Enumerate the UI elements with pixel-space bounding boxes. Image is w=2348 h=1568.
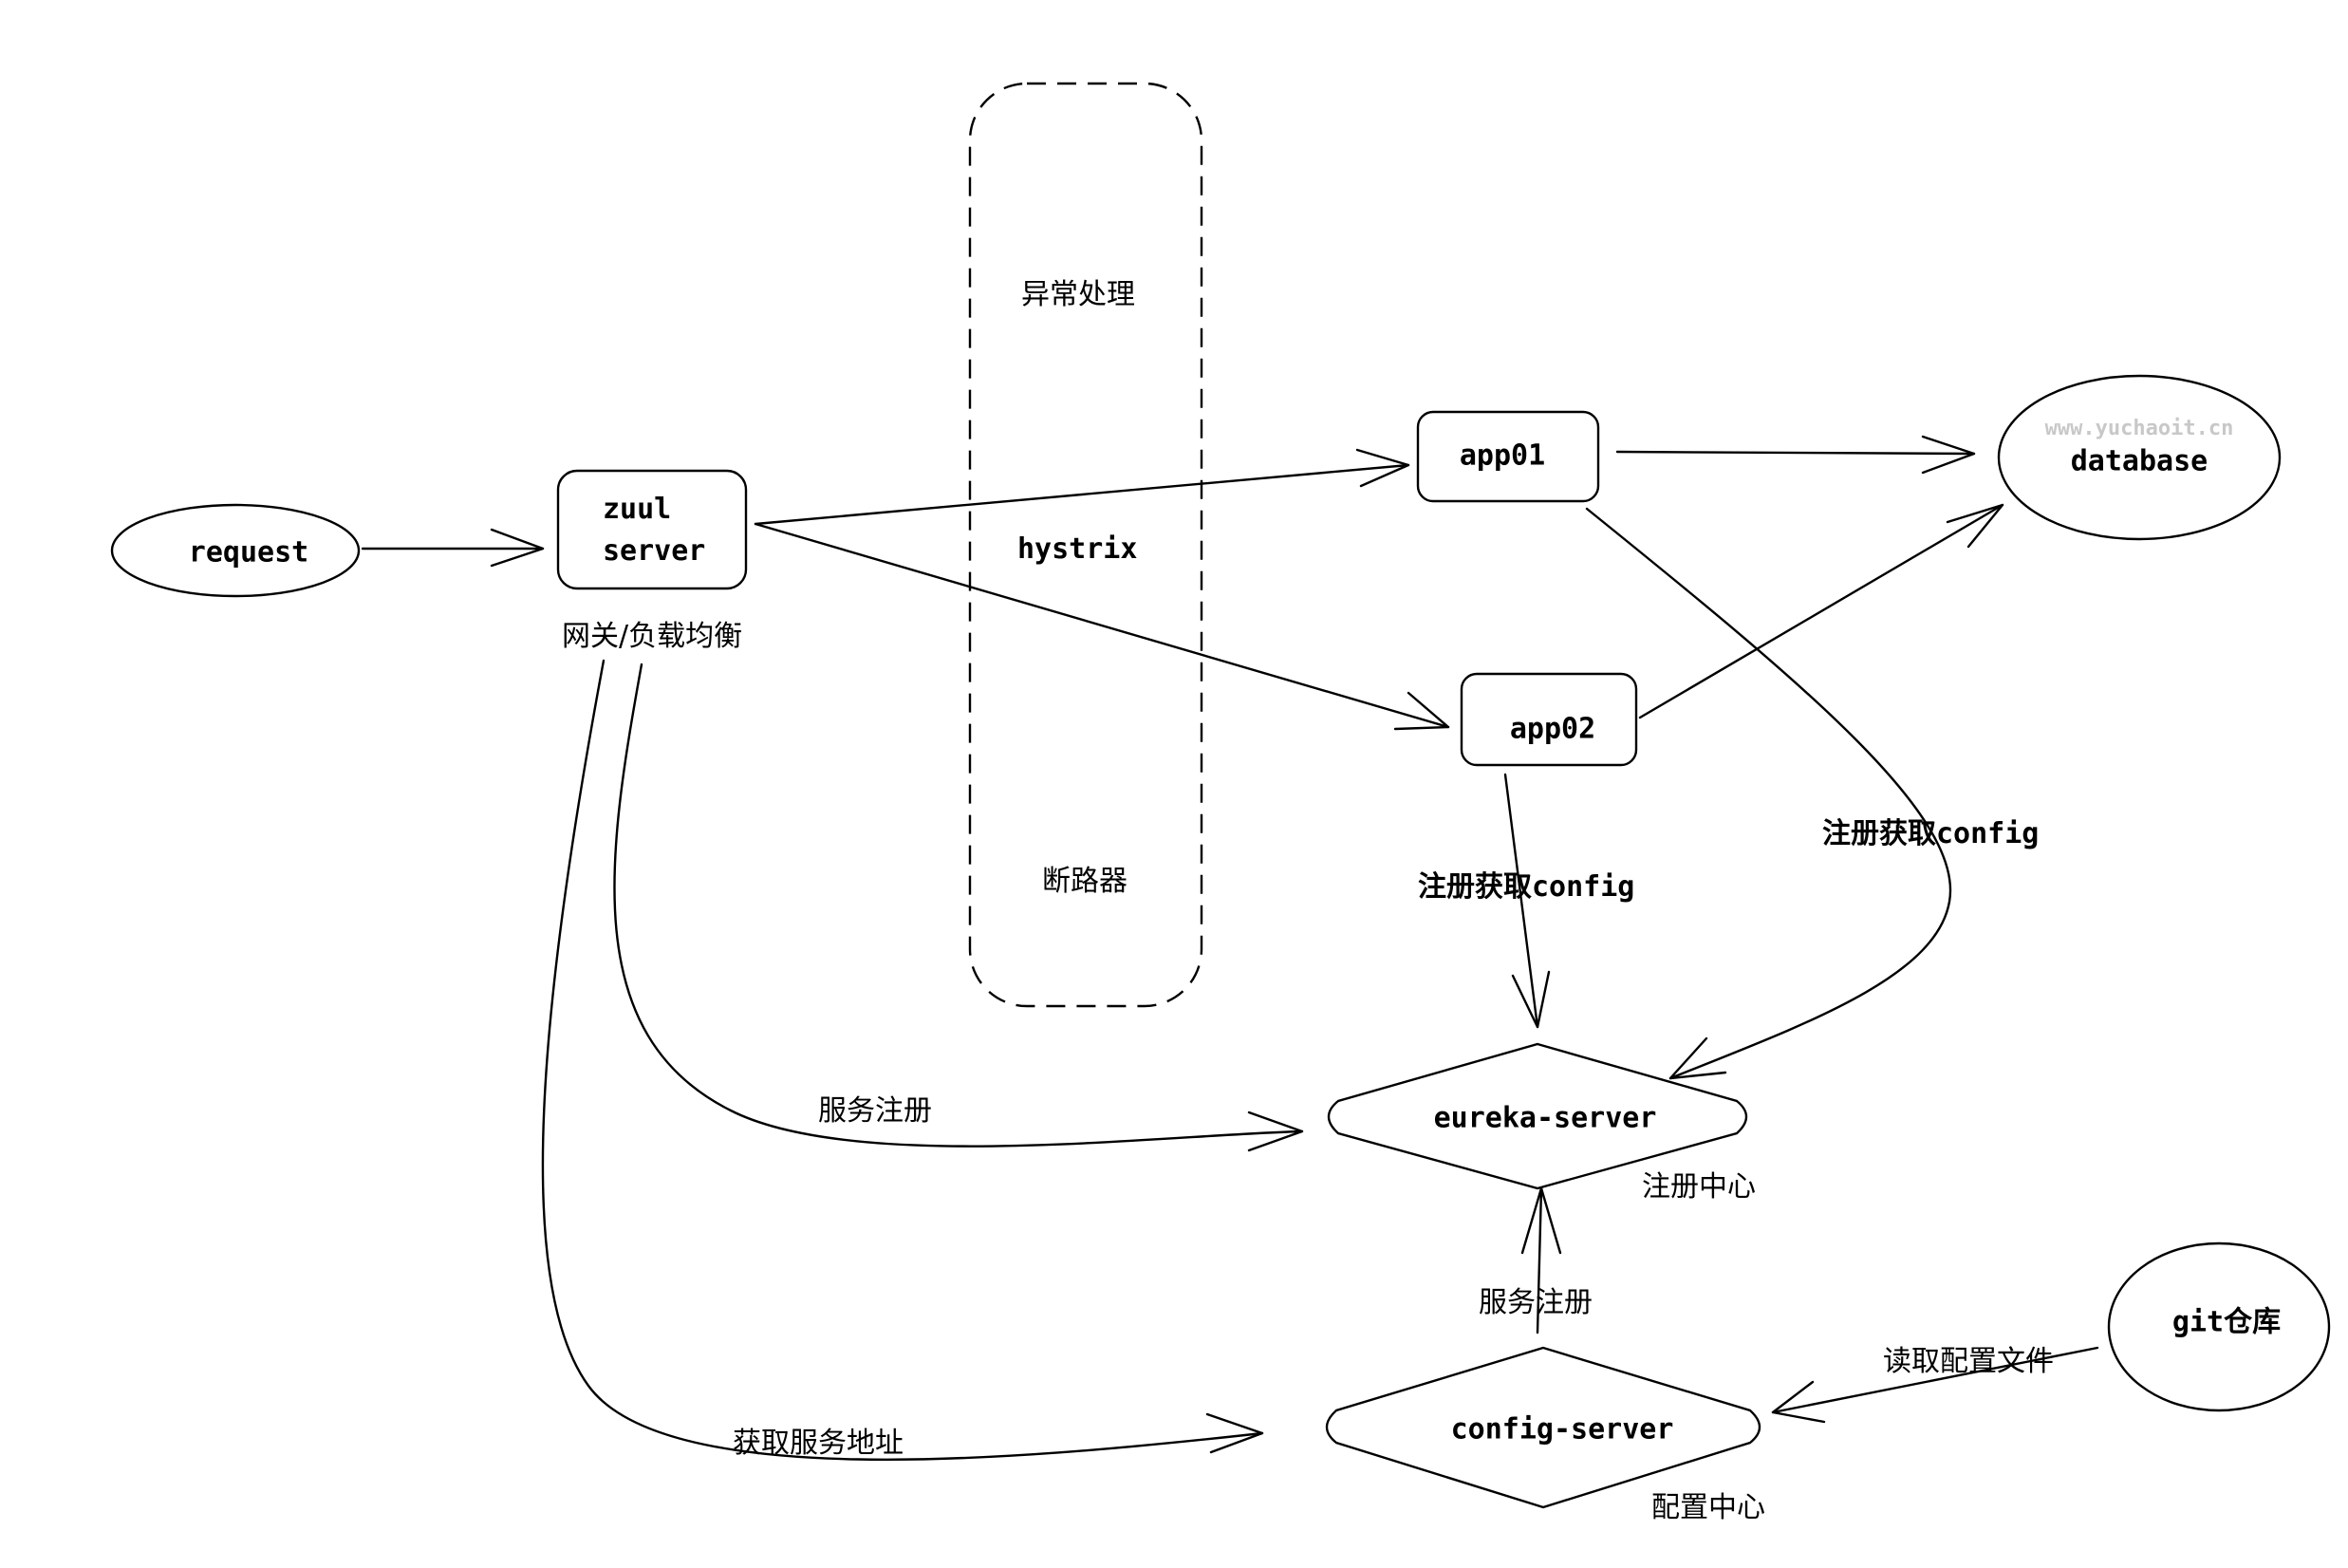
hystrix-label: hystrix <box>1017 532 1137 566</box>
request-node <box>110 503 361 598</box>
arrowhead-app01-to-database <box>1921 435 1976 475</box>
config-center-label: 配置中心 <box>1651 1491 1765 1524</box>
git-label: git仓库 <box>2172 1306 2281 1339</box>
arrow-config-to-eureka <box>1536 1186 1543 1335</box>
arrow-git-to-config <box>1771 1346 2099 1414</box>
zuul-label-line1: zuul <box>603 493 671 526</box>
arrow-zuul-to-eureka <box>613 663 1304 1148</box>
eureka-label: eureka-server <box>1434 1102 1657 1135</box>
eureka-server-node <box>1327 1042 1748 1190</box>
database-label: database <box>2071 445 2208 478</box>
zuul-server-node <box>556 469 748 590</box>
arrow-zuul-to-app01 <box>754 463 1410 526</box>
arrowhead-zuul-to-app01 <box>1355 448 1410 488</box>
fetch-address-label: 获取服务地址 <box>733 1427 904 1460</box>
app01-node <box>1416 410 1600 503</box>
config-label: config-server <box>1451 1413 1674 1447</box>
watermark: www.yuchaoit.cn <box>2045 417 2234 440</box>
request-label: request <box>189 536 308 569</box>
service-register-config-label: 服务注册 <box>1479 1286 1593 1319</box>
app02-label: app02 <box>1510 713 1595 746</box>
arrowhead-zuul-to-config <box>1205 1412 1264 1454</box>
service-register-zuul-label: 服务注册 <box>818 1094 932 1128</box>
read-config-label: 读取配置文件 <box>1883 1345 2054 1378</box>
arrow-app01-to-eureka <box>1585 507 1952 1080</box>
arrow-zuul-to-app02 <box>754 522 1450 729</box>
app01-label: app01 <box>1460 439 1545 473</box>
exception-handling-label: 异常处理 <box>1021 278 1135 311</box>
app02-node <box>1460 672 1638 767</box>
arrowhead-app02-to-database <box>1946 503 2004 549</box>
arrowhead-zuul-to-eureka <box>1247 1111 1304 1152</box>
config-server-node <box>1325 1346 1761 1509</box>
arrowhead-git-to-config <box>1771 1380 1826 1424</box>
arrow-zuul-to-config <box>541 659 1264 1461</box>
hystrix-container <box>968 82 1203 1008</box>
arrow-app02-to-database <box>1638 503 2004 719</box>
git-repo-node <box>2107 1241 2331 1412</box>
register-config-app01-label: 注册获取config <box>1822 817 2039 850</box>
arrow-app01-to-database <box>1615 450 1976 456</box>
arrowhead-app02-to-eureka <box>1511 970 1551 1029</box>
zuul-label-line2: server <box>603 534 705 568</box>
register-config-app02-label: 注册获取config <box>1418 870 1634 904</box>
arrow-app02-to-eureka <box>1503 773 1539 1029</box>
gateway-label: 网关/负载均衡 <box>562 620 742 653</box>
registry-center-label: 注册中心 <box>1642 1170 1756 1204</box>
circuit-breaker-label: 断路器 <box>1042 865 1127 898</box>
database-node <box>1997 374 2282 541</box>
arrowhead-request-to-zuul <box>490 528 545 568</box>
arrowhead-app01-to-eureka <box>1668 1036 1727 1080</box>
arrowhead-zuul-to-app02 <box>1393 691 1450 731</box>
